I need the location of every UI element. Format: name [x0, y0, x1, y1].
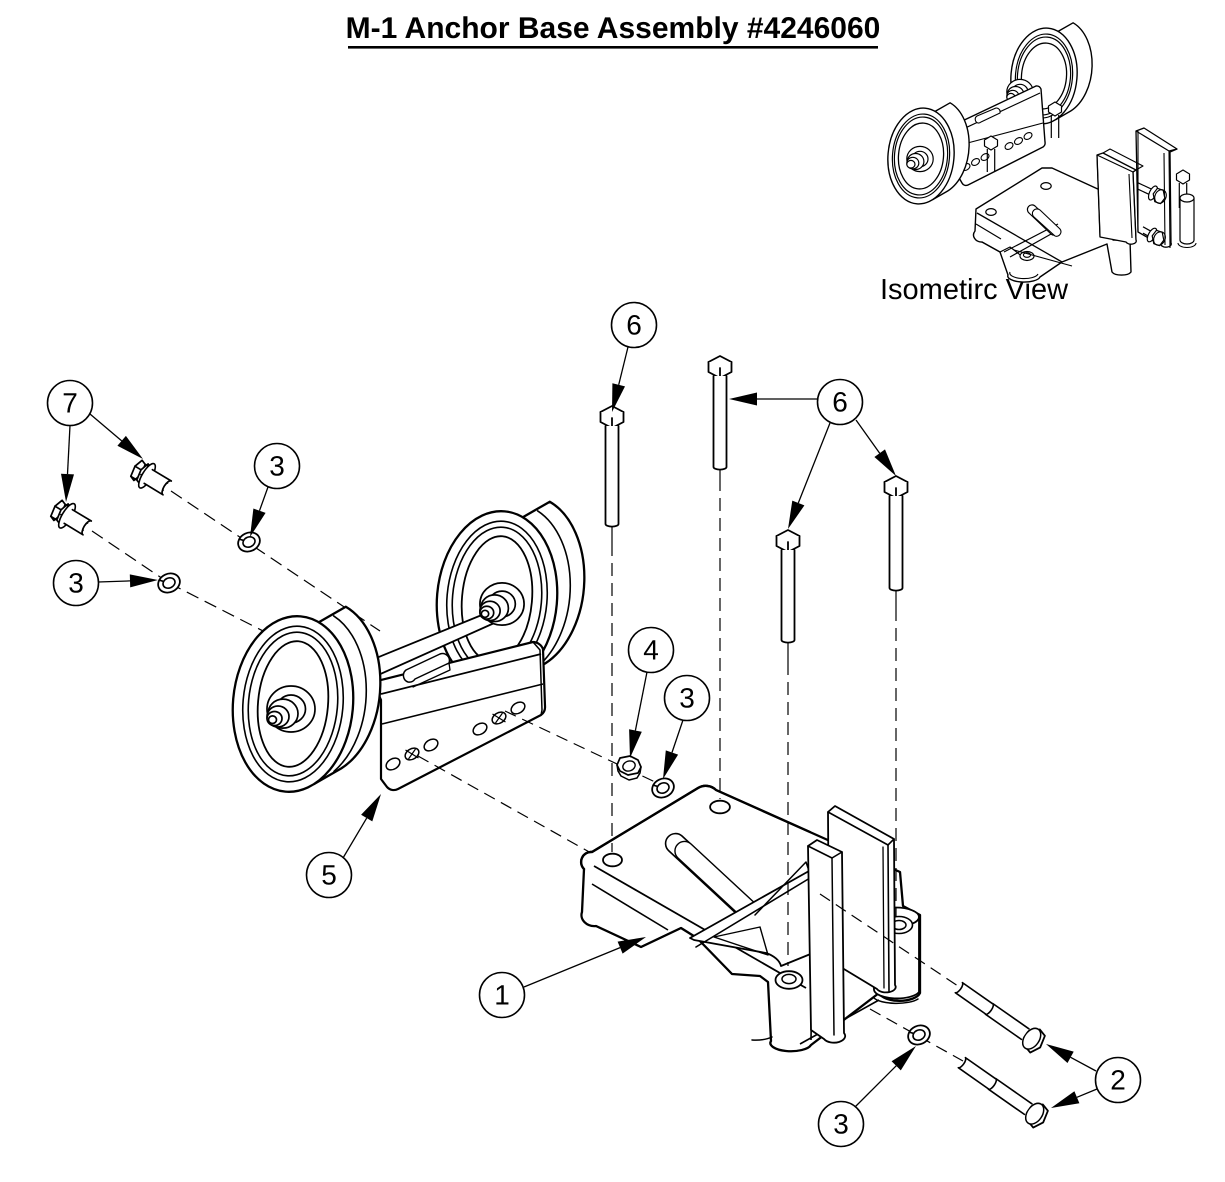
svg-text:6: 6: [626, 310, 642, 341]
svg-text:M-1 Anchor Base Assembly #4246: M-1 Anchor Base Assembly #4246060: [346, 12, 881, 45]
svg-text:3: 3: [679, 683, 695, 714]
svg-text:5: 5: [321, 860, 337, 891]
svg-text:3: 3: [833, 1109, 849, 1140]
svg-text:3: 3: [269, 451, 285, 482]
svg-text:Isometirc View: Isometirc View: [880, 274, 1069, 306]
svg-text:2: 2: [1110, 1065, 1126, 1096]
svg-text:3: 3: [68, 568, 84, 599]
svg-text:6: 6: [832, 387, 848, 418]
svg-text:7: 7: [62, 388, 78, 419]
svg-text:1: 1: [494, 980, 510, 1011]
svg-text:4: 4: [643, 635, 659, 666]
